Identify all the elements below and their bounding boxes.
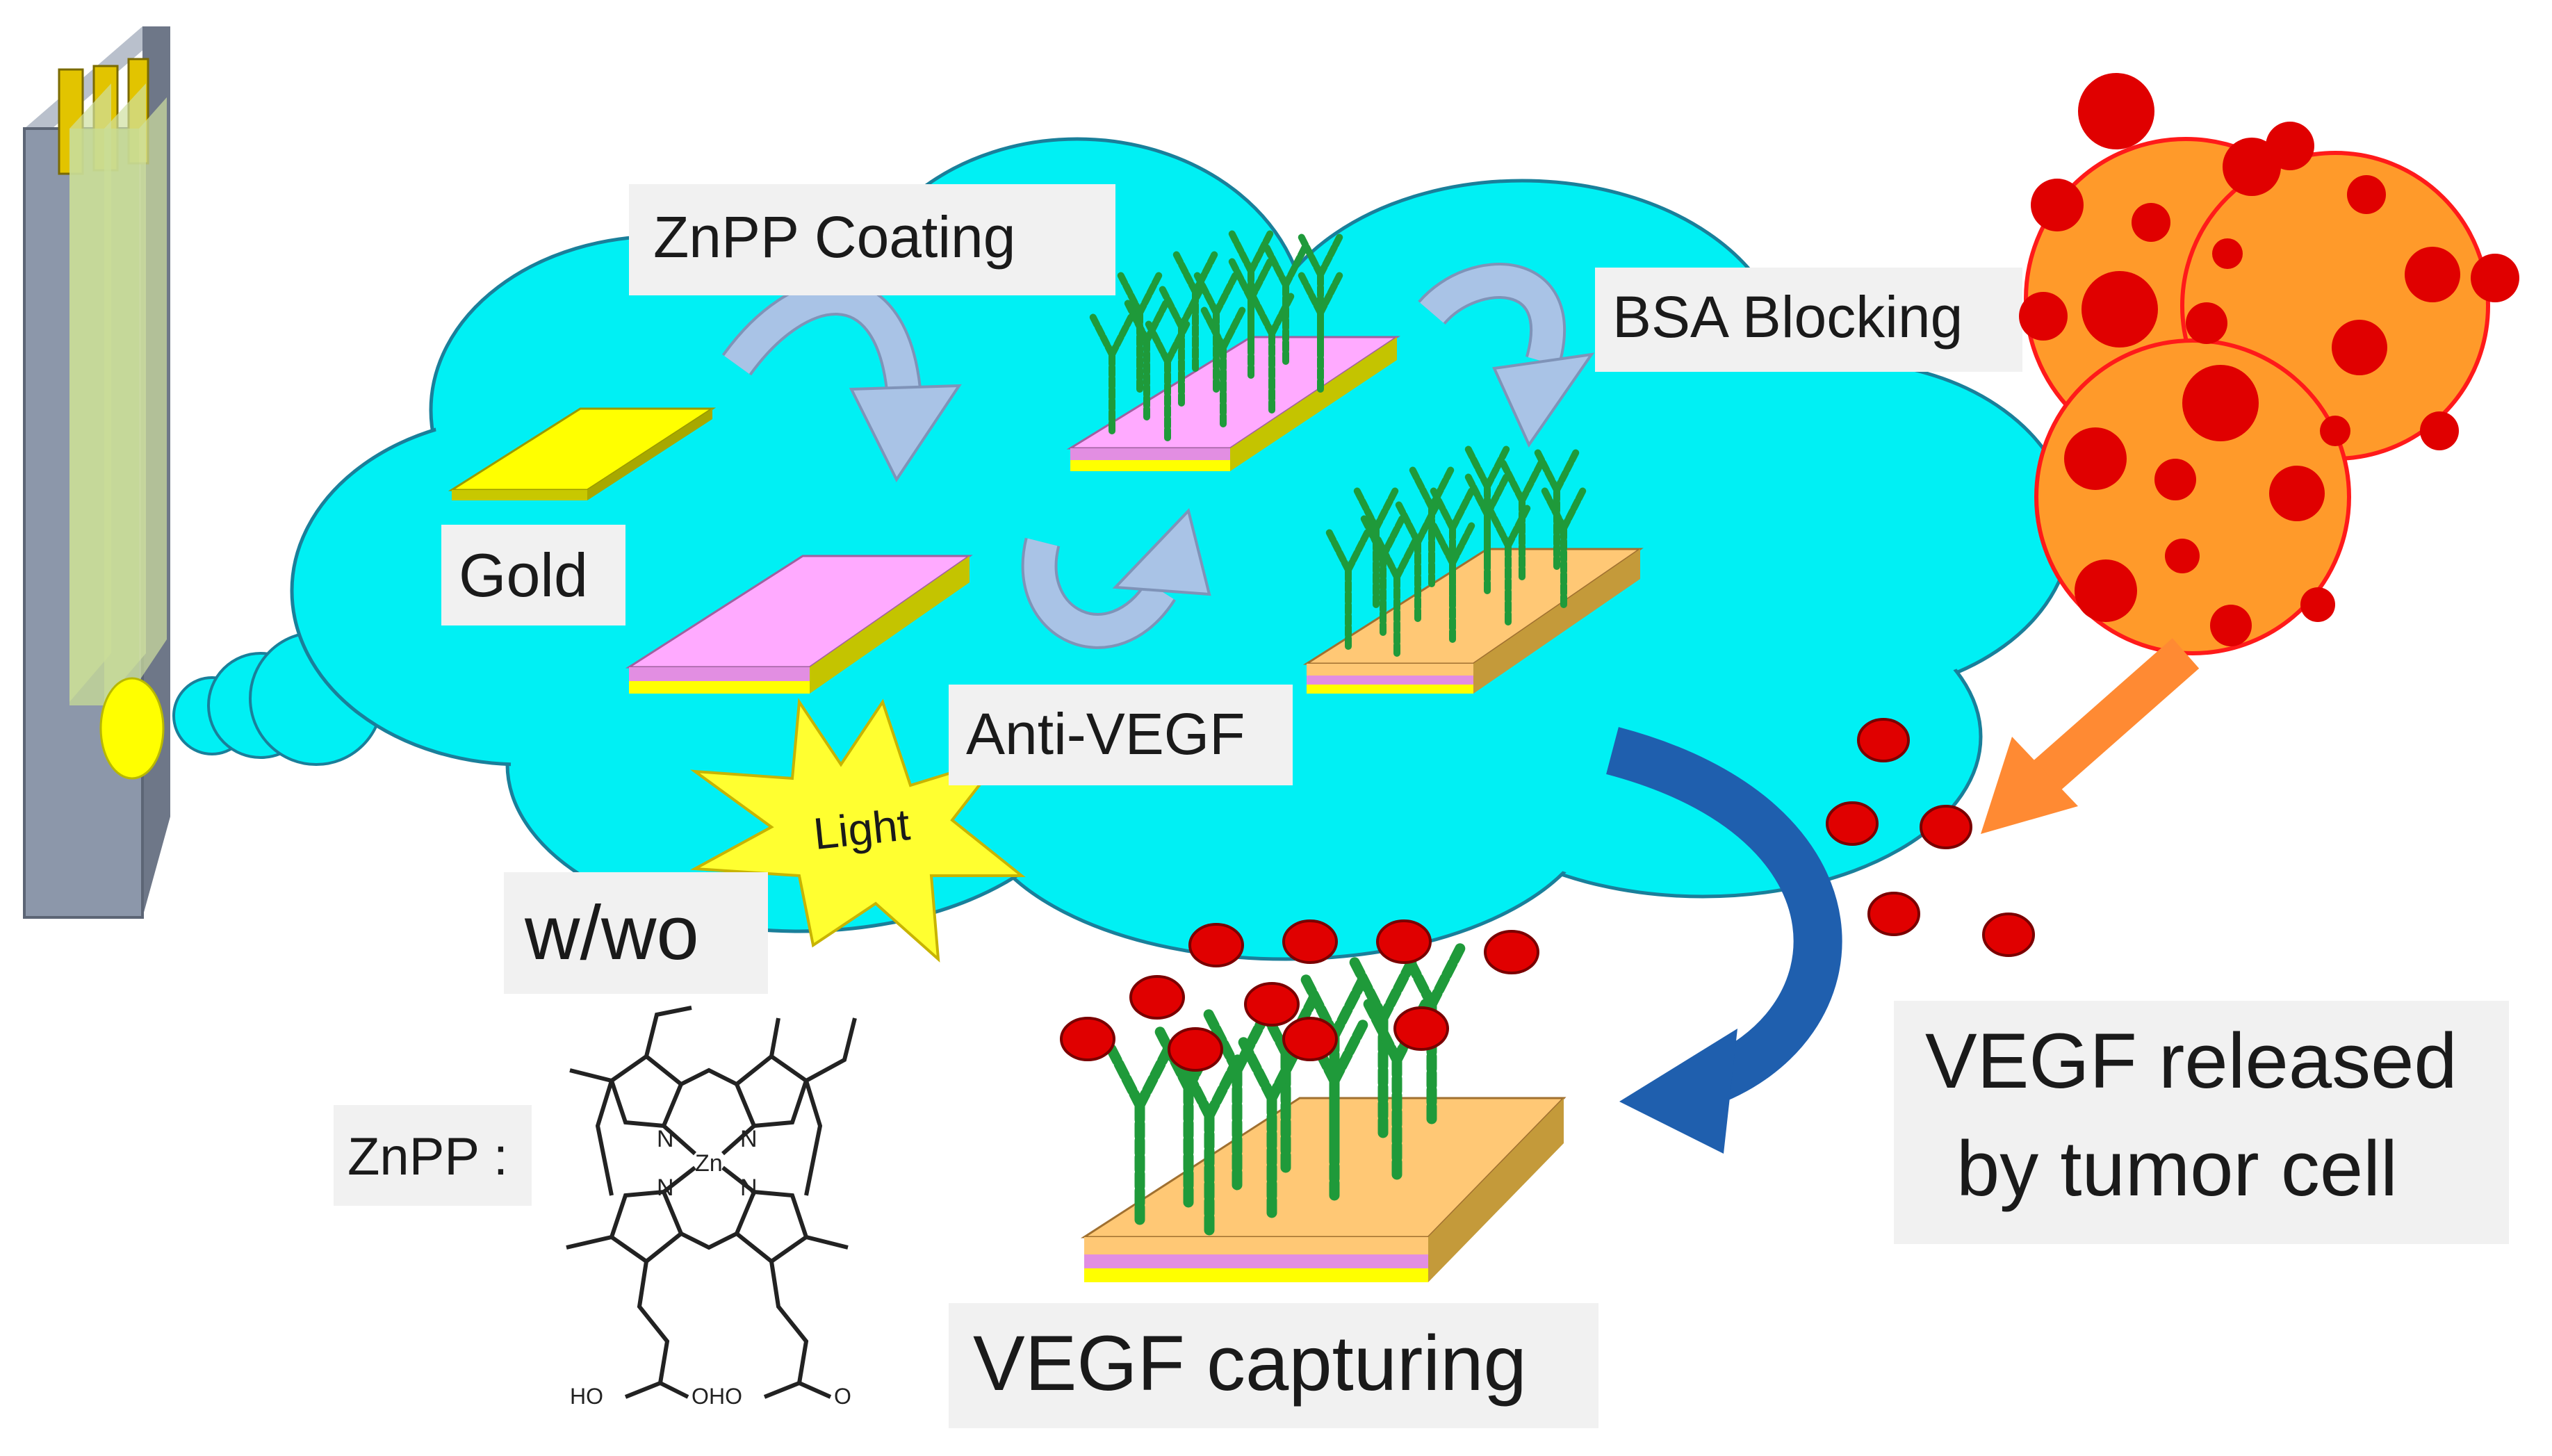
znpp-chemical-structure	[566, 1006, 857, 1399]
tumor-cells	[2019, 73, 2519, 655]
chip-antibody	[1066, 233, 1400, 471]
atom-n-4: N	[740, 1175, 758, 1201]
atom-o-2: O	[834, 1384, 851, 1409]
atom-n-3: N	[657, 1175, 674, 1201]
curved-arrow-blocking	[1418, 263, 1595, 448]
vegf-released-label-line2: by tumor cell	[1956, 1125, 2398, 1212]
vegf-released-label-line1: VEGF released	[1925, 1017, 2457, 1104]
w-wo-label: w/wo	[524, 890, 699, 976]
curved-arrow-antibody	[1021, 507, 1211, 649]
chip-znpp	[625, 555, 973, 694]
light-starburst: Light	[690, 698, 1026, 963]
captured-vegf-molecules	[1060, 919, 1539, 1072]
znpp-coating-label: ZnPP Coating	[653, 204, 1015, 270]
chip-bsa-blocked	[1302, 448, 1644, 694]
znpp-atom-labels: N N N N Zn HO O HO O	[570, 1126, 851, 1409]
atom-ho-2: HO	[709, 1384, 742, 1409]
capture-arrow	[1606, 727, 1842, 1154]
electrode-strip	[23, 26, 170, 919]
atom-n-2: N	[740, 1126, 758, 1152]
anti-vegf-label: Anti-VEGF	[966, 701, 1245, 767]
working-electrode-spot	[99, 677, 165, 780]
released-vegf-molecules	[1826, 718, 2035, 957]
atom-zn: Zn	[695, 1150, 723, 1177]
chip-vegf-captured	[1080, 947, 1567, 1282]
release-arrow	[1981, 638, 2200, 834]
curved-arrow-coating	[721, 279, 962, 482]
gold-label: Gold	[459, 541, 588, 610]
light-label: Light	[811, 799, 913, 859]
vegf-capturing-label: VEGF capturing	[973, 1320, 1527, 1407]
atom-ho-1: HO	[570, 1384, 603, 1409]
atom-n-1: N	[657, 1126, 674, 1152]
chip-gold	[448, 407, 717, 500]
bsa-blocking-label: BSA Blocking	[1612, 284, 1963, 350]
atom-o-1: O	[692, 1384, 709, 1409]
znpp-structure-label: ZnPP :	[347, 1127, 508, 1186]
